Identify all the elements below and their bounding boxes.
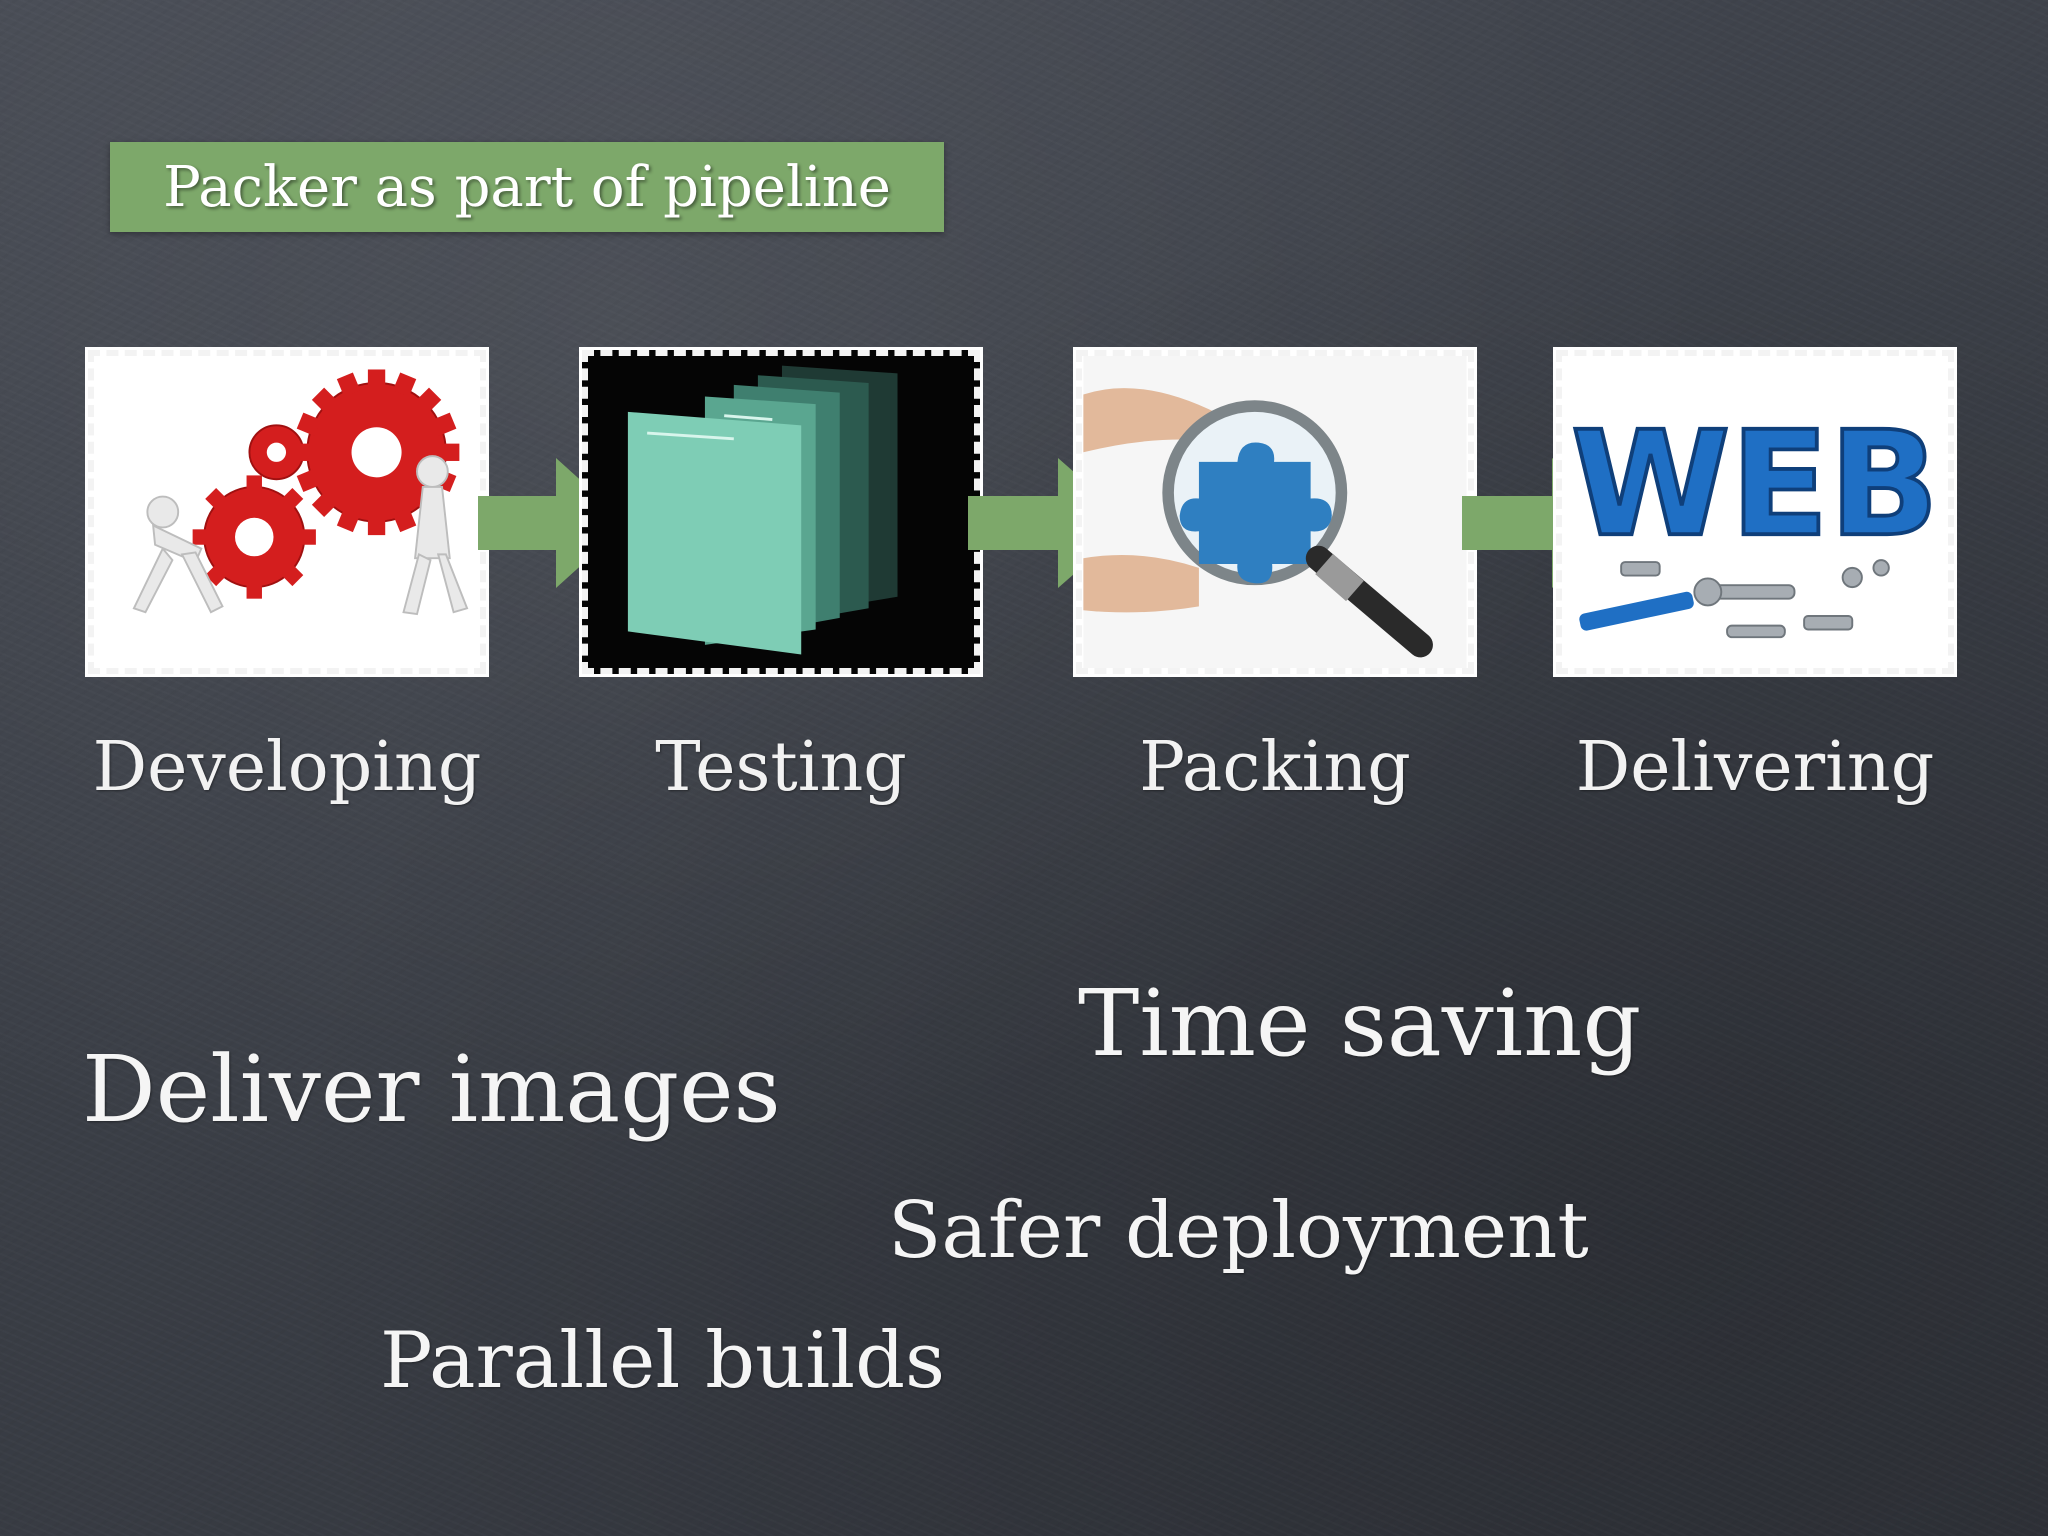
web-word: WEB — [1571, 401, 1939, 569]
step-label-developing: Developing — [92, 728, 482, 807]
title-banner: Packer as part of pipeline — [110, 142, 944, 232]
delivering-image: WEB — [1553, 347, 1957, 677]
step-label-delivering: Delivering — [1575, 728, 1935, 807]
step-label-packing: Packing — [1139, 728, 1411, 807]
step-label-testing: Testing — [655, 728, 907, 807]
benefit-safer-deployment: Safer deployment — [888, 1186, 1589, 1276]
testing-image — [579, 347, 983, 677]
magnifier-puzzle-icon — [1083, 356, 1467, 668]
web-tools-icon: WEB — [1563, 356, 1947, 668]
benefit-parallel-builds: Parallel builds — [380, 1316, 946, 1406]
layers-icon — [589, 356, 973, 668]
benefit-time-saving: Time saving — [1078, 970, 1642, 1077]
gears-icon — [95, 356, 479, 668]
packing-image — [1073, 347, 1477, 677]
slide-title: Packer as part of pipeline — [163, 154, 891, 220]
benefit-deliver-images: Deliver images — [82, 1036, 781, 1143]
developing-image — [85, 347, 489, 677]
